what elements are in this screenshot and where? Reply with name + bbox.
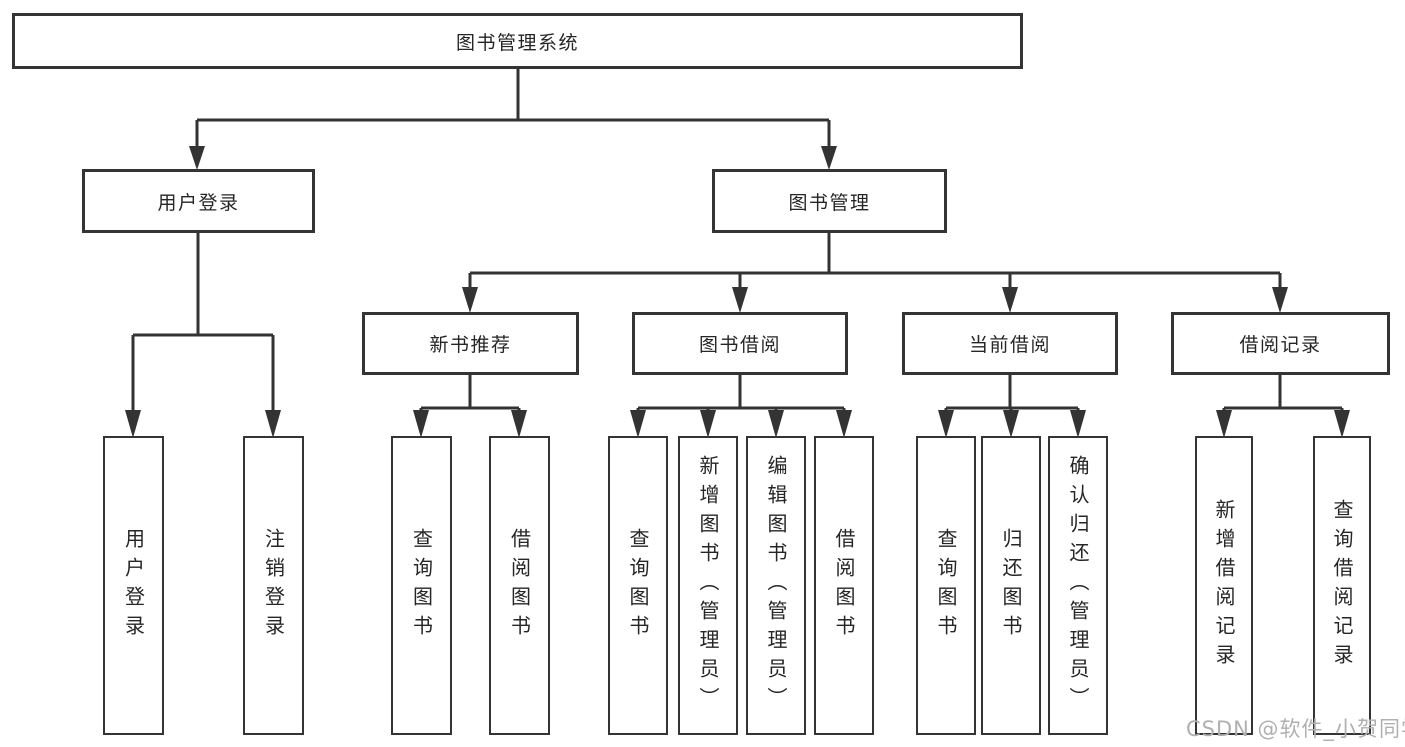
node-book-borrowing: 图书借阅 xyxy=(632,312,848,375)
node-borrowing-query-books: 查询图书 xyxy=(608,436,668,735)
node-user-login: 用户登录 xyxy=(82,169,315,233)
node-borrowing-borrow-books-label: 借阅图书 xyxy=(832,527,856,644)
node-user-login-leaf: 用户登录 xyxy=(103,436,164,735)
node-current-confirm-return: 确认归还（管理员） xyxy=(1048,436,1108,735)
node-records-query-record-label: 查询借阅记录 xyxy=(1330,498,1354,673)
node-new-book-recommend: 新书推荐 xyxy=(362,312,579,375)
node-current-return-books-label: 归还图书 xyxy=(999,527,1023,644)
node-current-query-books: 查询图书 xyxy=(916,436,976,735)
node-current-borrowing-label: 当前借阅 xyxy=(968,334,1051,356)
node-borrowing-records-label: 借阅记录 xyxy=(1239,334,1322,356)
node-current-confirm-return-label: 确认归还（管理员） xyxy=(1066,455,1090,716)
node-records-query-record: 查询借阅记录 xyxy=(1313,436,1371,735)
node-recommend-borrow-books: 借阅图书 xyxy=(489,436,550,735)
node-book-borrowing-label: 图书借阅 xyxy=(698,334,781,356)
node-root-label: 图书管理系统 xyxy=(455,31,579,54)
node-current-return-books: 归还图书 xyxy=(981,436,1041,735)
watermark: CSDN @软件_小贺同学 xyxy=(1186,717,1405,741)
node-borrowing-edit-books-label: 编辑图书（管理员） xyxy=(764,455,788,716)
node-current-borrowing: 当前借阅 xyxy=(902,312,1118,375)
node-logout-leaf: 注销登录 xyxy=(243,436,304,735)
node-recommend-borrow-books-label: 借阅图书 xyxy=(507,527,532,644)
arrowheads xyxy=(125,146,1350,438)
node-user-login-leaf-label: 用户登录 xyxy=(121,527,146,644)
node-borrowing-add-books-label: 新增图书（管理员） xyxy=(696,455,720,716)
node-borrowing-records: 借阅记录 xyxy=(1171,312,1390,375)
node-current-query-books-label: 查询图书 xyxy=(934,527,958,644)
node-recommend-query-books-label: 查询图书 xyxy=(409,527,434,644)
node-records-add-record-label: 新增借阅记录 xyxy=(1212,498,1236,673)
node-user-login-label: 用户登录 xyxy=(157,191,240,214)
node-logout-leaf-label: 注销登录 xyxy=(261,527,286,644)
node-book-management: 图书管理 xyxy=(712,169,947,233)
node-root: 图书管理系统 xyxy=(12,13,1023,69)
node-book-management-label: 图书管理 xyxy=(788,191,871,214)
node-borrowing-add-books: 新增图书（管理员） xyxy=(678,436,738,735)
node-records-add-record: 新增借阅记录 xyxy=(1195,436,1253,735)
node-borrowing-query-books-label: 查询图书 xyxy=(626,527,650,644)
node-borrowing-borrow-books: 借阅图书 xyxy=(814,436,874,735)
node-new-book-recommend-label: 新书推荐 xyxy=(429,334,512,356)
node-borrowing-edit-books: 编辑图书（管理员） xyxy=(746,436,806,735)
node-recommend-query-books: 查询图书 xyxy=(391,436,452,735)
